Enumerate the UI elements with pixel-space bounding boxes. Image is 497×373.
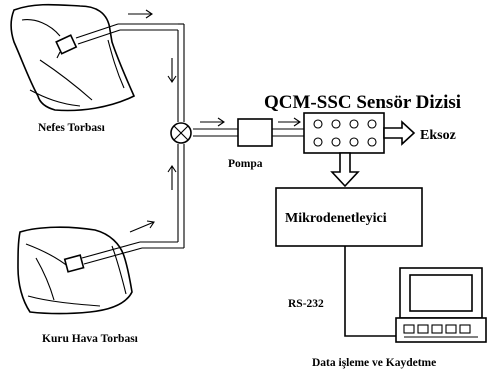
rs232-line: [344, 246, 396, 337]
pump-label: Pompa: [228, 158, 263, 170]
sensor-to-mcu-arrow: [330, 152, 360, 188]
computer-label: Data işleme ve Kaydetme: [312, 357, 436, 369]
breath-bag-label: Nefes Torbası: [38, 122, 106, 134]
dry-air-bag: [17, 226, 133, 315]
gas-tubing: [75, 23, 304, 265]
sensor-array: [303, 112, 385, 154]
dry-air-bag-label: Kuru Hava Torbası: [42, 333, 139, 345]
microcontroller-label: Mikrodenetleyici: [285, 211, 387, 226]
pump-box: [237, 118, 273, 147]
exhaust-arrow: [383, 120, 416, 146]
rs232-label: RS-232: [288, 298, 324, 310]
exhaust-label: Eksoz: [420, 128, 456, 143]
breath-bag: [10, 3, 136, 112]
computer-icon: [395, 267, 487, 343]
three-way-valve: [170, 122, 192, 144]
sensor-array-label: QCM-SSC Sensör Dizisi: [264, 92, 461, 113]
microcontroller-box: [275, 187, 423, 247]
flow-arrows: [128, 9, 301, 233]
